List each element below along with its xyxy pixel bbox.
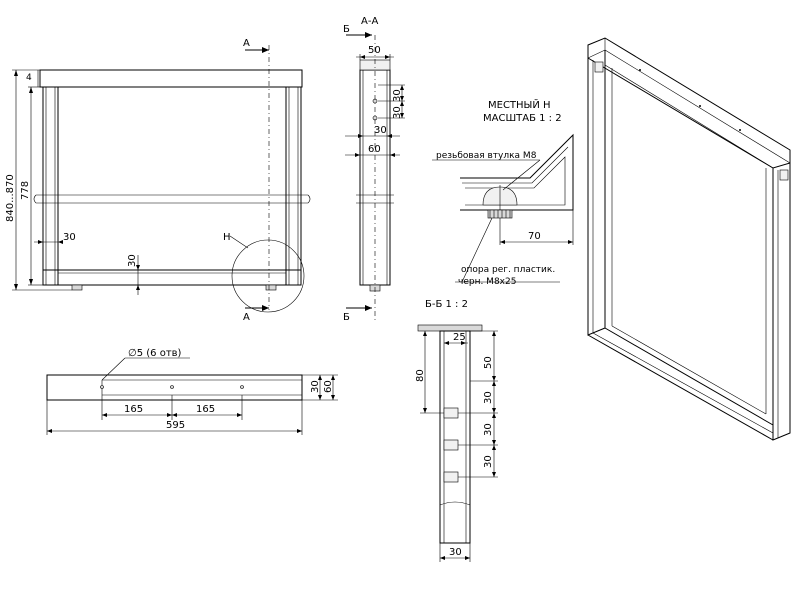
dim-bb-50: 50 xyxy=(483,356,494,369)
detail-h-bushing-label: резьбовая втулка М8 xyxy=(436,151,537,161)
front-left-foot xyxy=(71,284,83,291)
section-bb-tube xyxy=(439,330,471,544)
dim-bb-30a: 30 xyxy=(483,391,494,404)
front-right-leg xyxy=(285,86,302,286)
section-bb-screw-2 xyxy=(443,439,459,451)
detail-h-title: МЕСТНЫЙ Н xyxy=(488,98,551,111)
section-a-bottom-label: A xyxy=(243,312,250,323)
detail-h-foot xyxy=(487,209,513,219)
dim-aa-60: 60 xyxy=(368,144,381,155)
plate-holes-label: ∅5 (6 отв) xyxy=(128,348,182,359)
front-right-foot xyxy=(265,284,277,291)
top-plate-view: ∅5 (6 отв) 165 165 595 30 60 xyxy=(46,348,338,435)
section-b-top-label: Б xyxy=(343,24,350,35)
iso-left-post xyxy=(587,50,606,336)
dim-bb-30b: 30 xyxy=(483,423,494,436)
dim-aa-inner-30: 30 xyxy=(374,125,387,136)
dim-plate-30: 30 xyxy=(310,380,321,393)
section-bb-title: Б-Б 1 : 2 xyxy=(425,299,468,310)
dim-plate-pitch-2: 165 xyxy=(196,404,215,415)
dim-frame-height: 778 xyxy=(20,181,31,200)
section-bb-view: Б-Б 1 : 2 25 80 50 30 30 30 xyxy=(415,299,498,562)
dim-tube-width: 30 xyxy=(63,232,76,243)
iso-right-post xyxy=(772,163,791,441)
front-view: A A H 840...870 778 4 30 30 xyxy=(5,38,311,323)
dim-aa-pitch-1: 30 xyxy=(392,89,403,102)
dim-top-gap: 4 xyxy=(26,73,32,83)
isometric-view xyxy=(587,37,791,441)
detail-h-circle xyxy=(231,239,305,313)
detail-h-mark: H xyxy=(223,232,231,243)
section-aa-title: А-А xyxy=(361,16,378,27)
iso-left-block xyxy=(594,61,604,73)
dim-bb-25: 25 xyxy=(453,332,466,343)
detail-h-scale: МАСШТАБ 1 : 2 xyxy=(483,113,562,124)
front-top-plate xyxy=(39,69,303,88)
plate-hole-2 xyxy=(170,385,174,389)
dim-plate-length: 595 xyxy=(166,420,185,431)
iso-top-beam xyxy=(587,37,791,169)
detail-h-profile xyxy=(460,133,574,211)
front-left-leg xyxy=(42,86,59,286)
plate-hole-1 xyxy=(100,385,104,389)
dim-h-70: 70 xyxy=(528,231,541,242)
iso-right-block xyxy=(779,169,789,181)
dim-aa-pitch-2: 30 xyxy=(392,106,403,119)
detail-h-support-label-1: опора рег. пластик. xyxy=(461,265,555,275)
section-bb-screw-1 xyxy=(443,407,459,419)
dim-plate-pitch-1: 165 xyxy=(124,404,143,415)
dim-total-height: 840...870 xyxy=(5,174,16,222)
dim-plate-60: 60 xyxy=(323,380,334,393)
dim-bb-80: 80 xyxy=(415,369,426,382)
top-plate-outline xyxy=(46,374,303,401)
section-bb-screw-3 xyxy=(443,471,459,483)
detail-h-support-label-2: черн. М8х25 xyxy=(458,277,516,287)
iso-bottom-rail xyxy=(587,327,774,441)
plate-hole-3 xyxy=(240,385,244,389)
section-b-bottom-label: Б xyxy=(343,312,350,323)
front-bottom-rail xyxy=(42,269,302,286)
dim-aa-50: 50 xyxy=(368,45,381,56)
section-bb-top-cap xyxy=(417,324,483,332)
detail-h-view: МЕСТНЫЙ Н МАСШТАБ 1 : 2 резьбовая втулка… xyxy=(432,98,574,287)
dim-bb-30c: 30 xyxy=(483,455,494,468)
dim-rail-height: 30 xyxy=(127,254,138,267)
section-a-top-label: A xyxy=(243,38,250,49)
dim-bb-30d: 30 xyxy=(449,547,462,558)
section-aa-view: А-А Б Б 50 30 30 xyxy=(343,16,405,323)
